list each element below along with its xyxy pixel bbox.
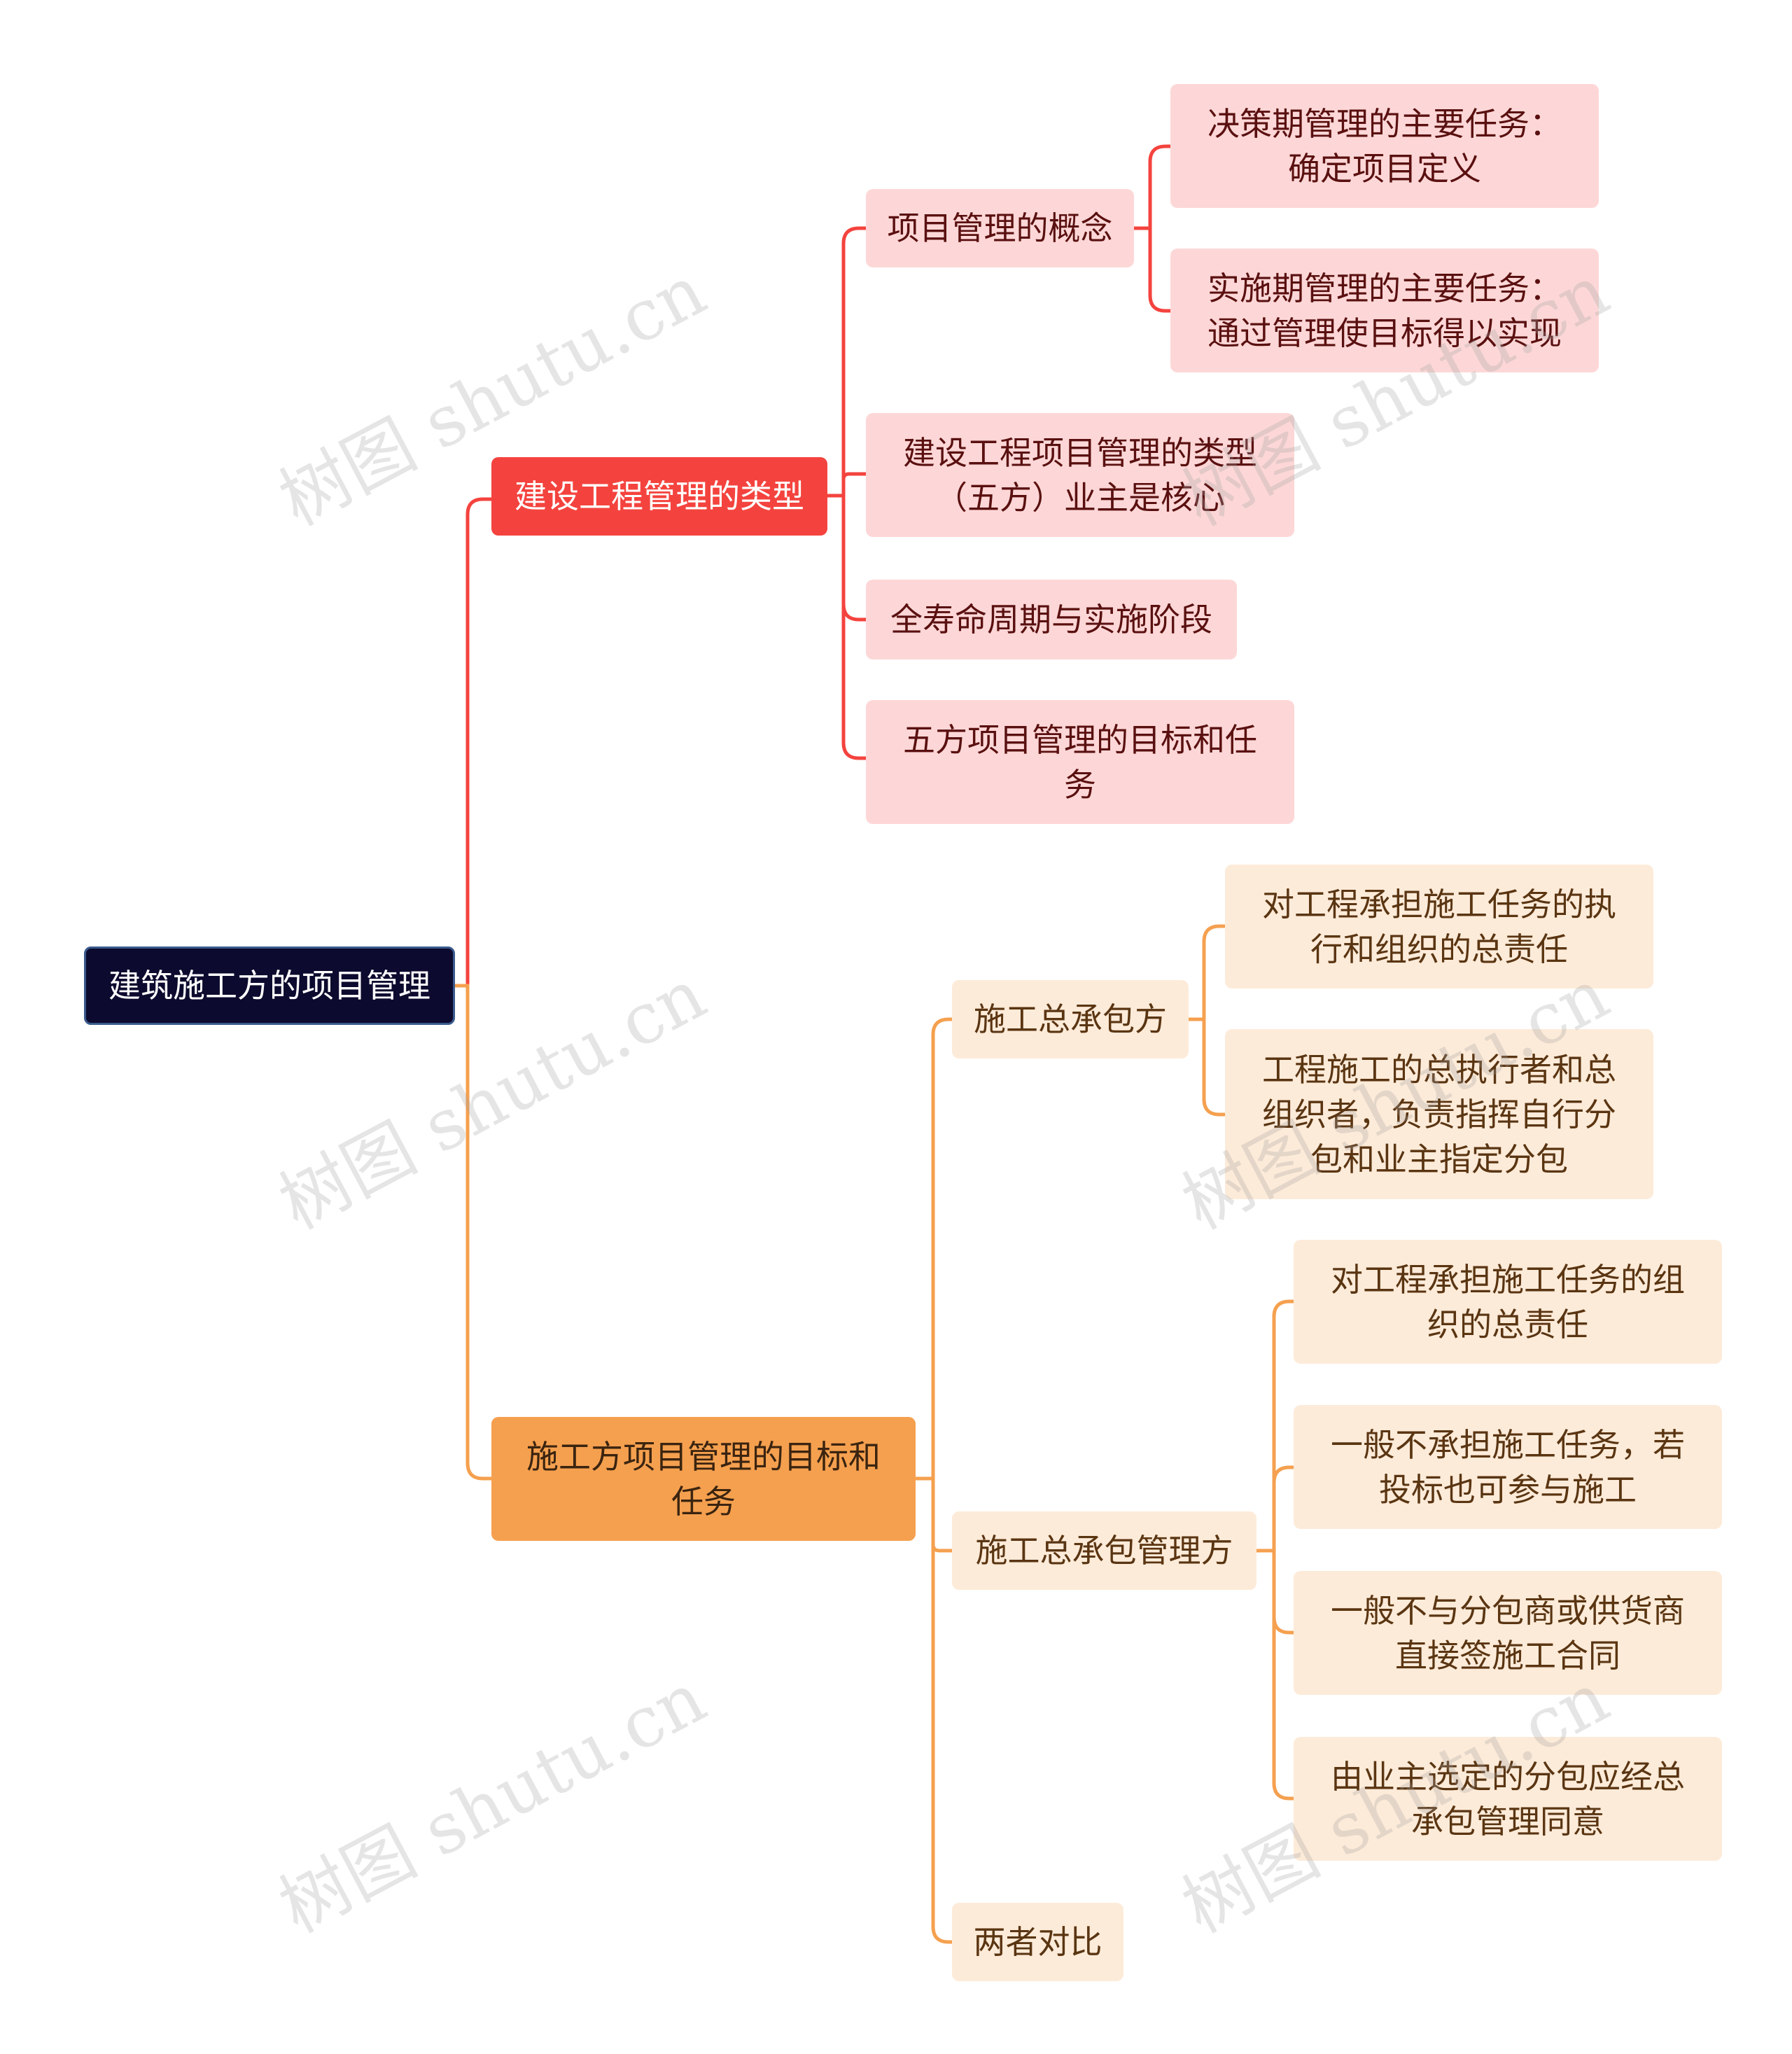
branch-node-contractor-goals[interactable]: 施工方项目管理的目标和 任务 xyxy=(491,1417,916,1541)
topic-node-general-contractor[interactable]: 施工总承包方 xyxy=(952,980,1189,1059)
connector-b1-c3 xyxy=(841,496,866,622)
branch-node-construction-types[interactable]: 建设工程管理的类型 xyxy=(491,457,827,536)
topic-node-pm-concept[interactable]: 项目管理的概念 xyxy=(866,189,1134,267)
connector-d1-l2 xyxy=(1202,1019,1225,1117)
leaf-node-implementation-phase[interactable]: 实施期管理的主要任务： 通过管理使目标得以实现 xyxy=(1170,249,1599,372)
leaf-node-gcm-no-construction[interactable]: 一般不承担施工任务，若 投标也可参与施工 xyxy=(1294,1405,1722,1529)
connector-d1-l1 xyxy=(1189,924,1225,1021)
connector-d2-l3 xyxy=(1272,1551,1294,1635)
connector-b2-c2 xyxy=(931,1479,952,1553)
topic-node-lifecycle[interactable]: 全寿命周期与实施阶段 xyxy=(866,580,1237,659)
topic-node-five-party-goals[interactable]: 五方项目管理的目标和任 务 xyxy=(866,700,1294,824)
connector-b2-c1 xyxy=(916,1017,952,1481)
connector-b1-c4 xyxy=(841,604,866,760)
connector-b2-c3 xyxy=(931,1544,952,1944)
connector-c1-l2 xyxy=(1148,228,1170,313)
connector-c1-l1 xyxy=(1134,144,1170,230)
connector-root-branch1 xyxy=(455,497,491,988)
connector-root-branch2 xyxy=(455,984,491,1481)
leaf-node-gc-executor[interactable]: 工程施工的总执行者和总 组织者，负责指挥自行分 包和业主指定分包 xyxy=(1225,1029,1653,1199)
topic-node-comparison[interactable]: 两者对比 xyxy=(952,1903,1124,1981)
leaf-node-gc-responsibility[interactable]: 对工程承担施工任务的执 行和组织的总责任 xyxy=(1225,865,1653,988)
connector-b1-c2 xyxy=(841,472,866,496)
leaf-node-gcm-organization[interactable]: 对工程承担施工任务的组 织的总责任 xyxy=(1294,1240,1722,1364)
root-node[interactable]: 建筑施工方的项目管理 xyxy=(84,946,455,1025)
topic-node-gc-manager[interactable]: 施工总承包管理方 xyxy=(952,1511,1256,1590)
connector-b1-c1 xyxy=(827,226,866,498)
topic-node-pm-types[interactable]: 建设工程项目管理的类型 （五方）业主是核心 xyxy=(866,413,1294,537)
connector-d2-l4 xyxy=(1272,1617,1294,1801)
connector-d2-l1 xyxy=(1256,1299,1294,1553)
connector-d2-l2 xyxy=(1272,1465,1294,1551)
leaf-node-decision-phase[interactable]: 决策期管理的主要任务： 确定项目定义 xyxy=(1170,84,1599,208)
leaf-node-gcm-no-contract[interactable]: 一般不与分包商或供货商 直接签施工合同 xyxy=(1294,1571,1722,1695)
leaf-node-gcm-owner-approval[interactable]: 由业主选定的分包应经总 承包管理同意 xyxy=(1294,1737,1722,1861)
